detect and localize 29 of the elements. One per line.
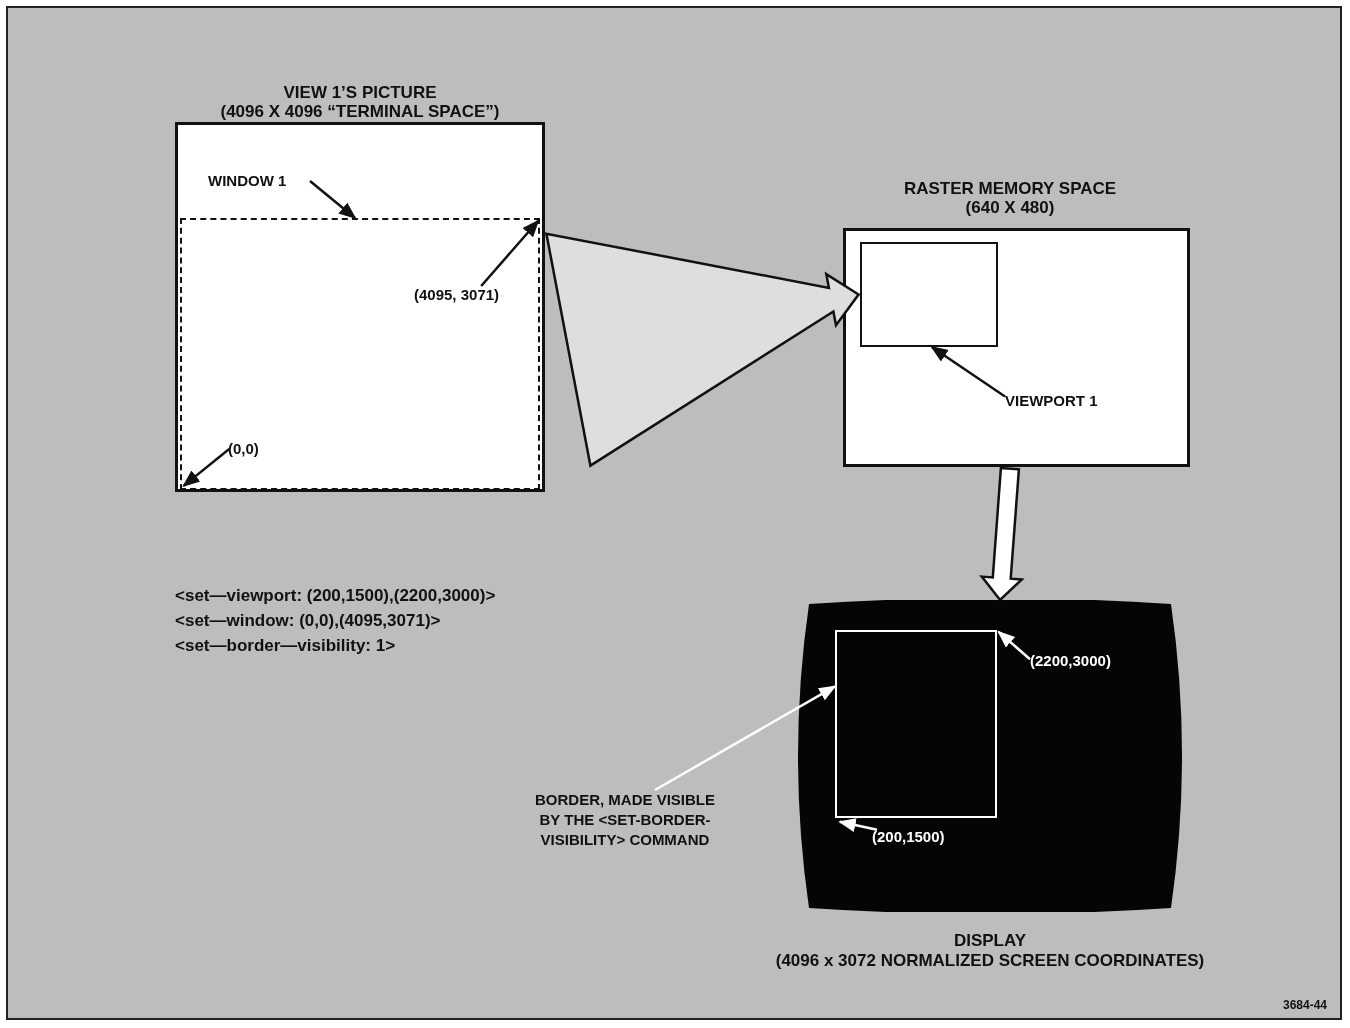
- projection-arrow: [544, 232, 861, 468]
- callout-label: (2200,3000): [1030, 652, 1160, 670]
- leader-line: [182, 448, 230, 487]
- callout-label: BORDER, MADE VISIBLE BY THE <SET-BORDER-VISIBILITY> COMMAND: [525, 790, 725, 850]
- panel-subtitle: (640 X 480): [964, 199, 1056, 217]
- leader-line: [309, 180, 357, 220]
- window-rectangle: [180, 218, 540, 490]
- leader-line: [930, 345, 1006, 398]
- display-subtitle: (4096 x 3072 NORMALIZED SCREEN COORDINATES): [774, 952, 1206, 970]
- panel-title: RASTER MEMORY SPACE: [902, 180, 1118, 198]
- callout-label: VIEWPORT 1: [1005, 392, 1125, 410]
- border-rectangle: [835, 630, 997, 818]
- command-line: <set—viewport: (200,1500),(2200,3000)>: [175, 586, 496, 606]
- callout-label: (0,0): [228, 440, 288, 458]
- display-title: DISPLAY: [952, 932, 1028, 950]
- leader-line: [997, 630, 1031, 661]
- command-line: <set—window: (0,0),(4095,3071)>: [175, 611, 441, 631]
- panel-title: VIEW 1’S PICTURE: [282, 84, 438, 102]
- block-arrow: [979, 466, 1025, 602]
- callout-label: (200,1500): [872, 828, 972, 846]
- leader-line: [654, 685, 837, 792]
- leader-line: [480, 219, 540, 287]
- leader-line: [838, 818, 878, 832]
- command-line: <set—border—visibility: 1>: [175, 636, 396, 656]
- viewport-rectangle: [860, 242, 998, 347]
- callout-label: (4095, 3071): [414, 286, 526, 304]
- callout-label: WINDOW 1: [208, 172, 308, 190]
- figure-number: 3684-44: [1283, 998, 1328, 1012]
- panel-subtitle: (4096 X 4096 “TERMINAL SPACE”): [219, 103, 501, 121]
